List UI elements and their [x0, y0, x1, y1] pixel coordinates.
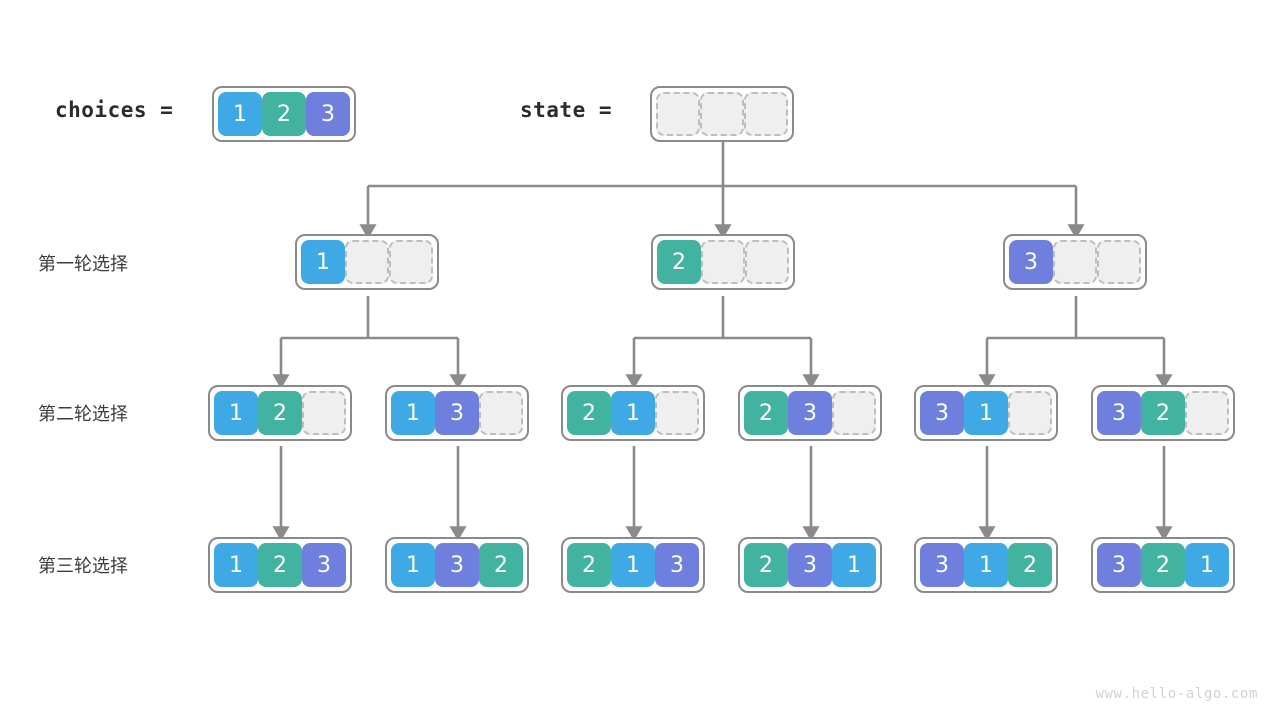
state-cell-1 [656, 92, 700, 136]
r3c2-cell-1: 1 [391, 543, 435, 587]
choices-label: choices = [55, 98, 174, 122]
r1c3-cell-1: 3 [1009, 240, 1053, 284]
r1c1-cell-2 [345, 240, 389, 284]
r2c5-cell-1: 3 [920, 391, 964, 435]
r2c6-cell-1: 3 [1097, 391, 1141, 435]
r1c1-cell-1: 1 [301, 240, 345, 284]
state-cell-2 [700, 92, 744, 136]
r2c4-cell-1: 2 [744, 391, 788, 435]
r1c2-cell-3 [745, 240, 789, 284]
r3c6-cell-3: 1 [1185, 543, 1229, 587]
site-watermark: www.hello-algo.com [1095, 686, 1258, 702]
r3c2-cell-2: 3 [435, 543, 479, 587]
r2c3-cell-1: 2 [567, 391, 611, 435]
row-label-round-1: 第一轮选择 [38, 254, 128, 275]
choices-cell-3: 3 [306, 92, 350, 136]
r3c1-cell-1: 1 [214, 543, 258, 587]
r2c4-cell-3 [832, 391, 876, 435]
r1c3-cell-3 [1097, 240, 1141, 284]
r2c3-cell-2: 1 [611, 391, 655, 435]
state-cell-3 [744, 92, 788, 136]
r1c2-cell-1: 2 [657, 240, 701, 284]
row-label-round-2: 第二轮选择 [38, 404, 128, 425]
r3c4-cell-1: 2 [744, 543, 788, 587]
r3c2-cell-3: 2 [479, 543, 523, 587]
r3c1-cell-3: 3 [302, 543, 346, 587]
choices-cell-1: 1 [218, 92, 262, 136]
state-label: state = [520, 98, 613, 122]
r3c3-cell-2: 1 [611, 543, 655, 587]
r2c3-cell-3 [655, 391, 699, 435]
r1c3-cell-2 [1053, 240, 1097, 284]
r2c2-cell-3 [479, 391, 523, 435]
r3c4-cell-2: 3 [788, 543, 832, 587]
r2c2-cell-1: 1 [391, 391, 435, 435]
tree-node-r1-c2: 2 [651, 234, 795, 290]
r3c5-cell-3: 2 [1008, 543, 1052, 587]
r3c3-cell-3: 3 [655, 543, 699, 587]
r2c5-cell-2: 1 [964, 391, 1008, 435]
r3c3-cell-1: 2 [567, 543, 611, 587]
r3c5-cell-2: 1 [964, 543, 1008, 587]
r2c1-cell-1: 1 [214, 391, 258, 435]
tree-node-r1-c1: 1 [295, 234, 439, 290]
r3c4-cell-3: 1 [832, 543, 876, 587]
tree-node-r1-c3: 3 [1003, 234, 1147, 290]
r2c4-cell-2: 3 [788, 391, 832, 435]
r2c6-cell-2: 2 [1141, 391, 1185, 435]
row-label-round-3: 第三轮选择 [38, 556, 128, 577]
r2c1-cell-2: 2 [258, 391, 302, 435]
r2c6-cell-3 [1185, 391, 1229, 435]
state-array [650, 86, 794, 142]
r3c1-cell-2: 2 [258, 543, 302, 587]
r2c1-cell-3 [302, 391, 346, 435]
r2c2-cell-2: 3 [435, 391, 479, 435]
r3c6-cell-2: 2 [1141, 543, 1185, 587]
r1c2-cell-2 [701, 240, 745, 284]
r2c5-cell-3 [1008, 391, 1052, 435]
choices-cell-2: 2 [262, 92, 306, 136]
r3c6-cell-1: 3 [1097, 543, 1141, 587]
r1c1-cell-3 [389, 240, 433, 284]
r3c5-cell-1: 3 [920, 543, 964, 587]
